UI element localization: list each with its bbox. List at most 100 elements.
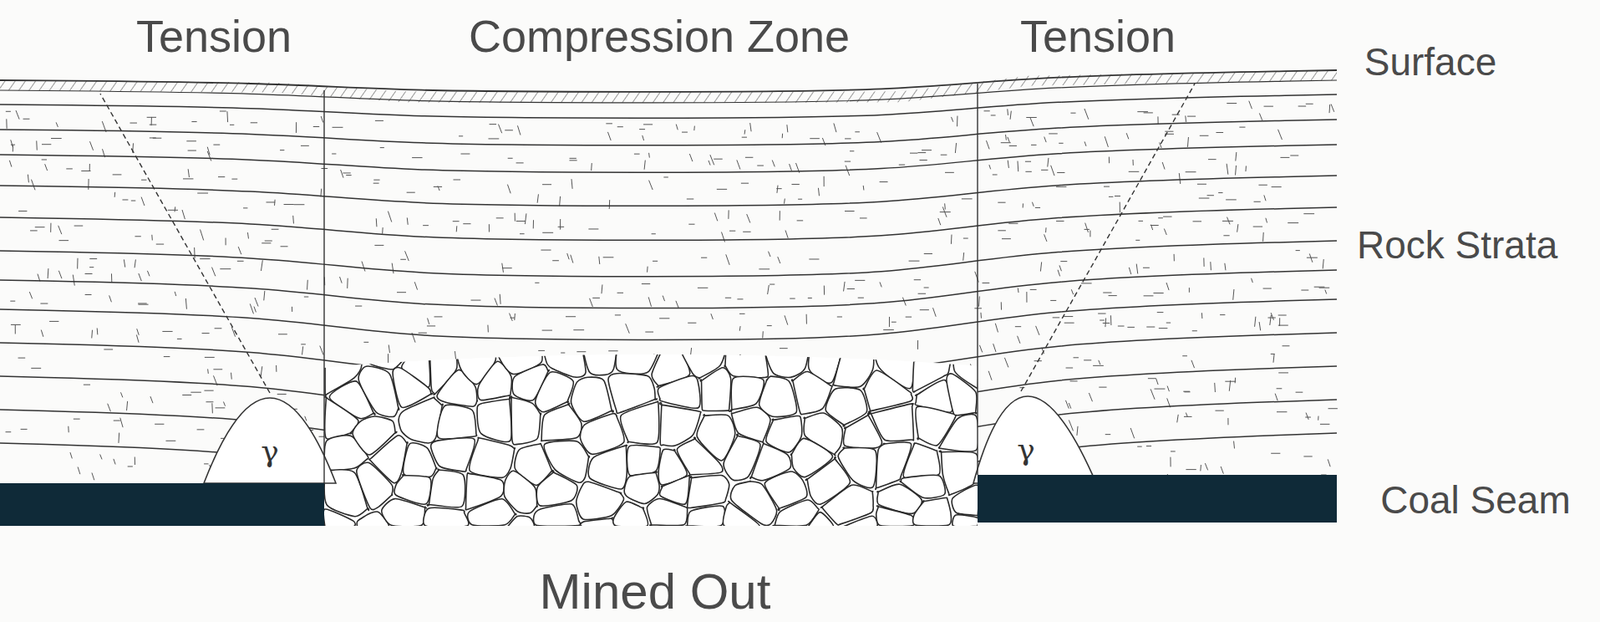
rock-texture (1041, 169, 1048, 171)
rock-texture (112, 173, 122, 175)
rock-texture (979, 345, 982, 353)
label-holder: Tension (1018, 13, 1178, 59)
rock-texture (85, 294, 92, 295)
rock-texture (726, 253, 730, 265)
break-line (1020, 83, 1195, 392)
rock-texture (808, 259, 819, 260)
rock-texture (1259, 321, 1261, 331)
angle-label: γ (259, 436, 281, 467)
rock-texture (919, 159, 927, 161)
rock-texture (1081, 282, 1093, 284)
rock-texture (982, 282, 991, 284)
rock-texture (1108, 196, 1113, 198)
rock-texture (849, 150, 854, 152)
rock-texture (1006, 108, 1009, 115)
rock-texture (1099, 320, 1105, 321)
rock-texture (909, 152, 918, 154)
rubble-block (946, 373, 977, 416)
rubble-block (759, 375, 798, 417)
rock-texture (411, 157, 422, 158)
rock-texture (1295, 249, 1301, 251)
rock-texture (1278, 314, 1287, 316)
rock-texture (375, 120, 384, 122)
rubble-block (588, 444, 627, 489)
rock-texture (163, 355, 171, 357)
rock-texture (58, 225, 62, 234)
rock-texture (460, 153, 470, 155)
rock-texture (374, 244, 384, 246)
rock-texture (854, 131, 860, 133)
rock-texture (206, 401, 214, 402)
rock-texture (1254, 201, 1261, 203)
rock-texture (1263, 288, 1272, 290)
rock-texture (199, 258, 210, 260)
rock-texture (1010, 111, 1011, 120)
rock-texture (361, 261, 366, 272)
rock-texture (497, 124, 502, 134)
rock-texture (134, 235, 141, 237)
rock-texture (1056, 172, 1065, 173)
rock-texture (510, 317, 515, 319)
rock-texture (789, 163, 793, 171)
rock-texture (997, 202, 1006, 204)
mined-out-label: Mined Out (538, 566, 773, 617)
rock-texture (1163, 228, 1167, 235)
rock-texture (320, 116, 324, 122)
rock-texture (1219, 314, 1225, 315)
rock-texture (117, 432, 120, 443)
rock-texture (1071, 289, 1073, 295)
rock-texture (15, 324, 16, 334)
rock-texture (909, 260, 920, 262)
rubble-block (839, 515, 878, 528)
rock-texture (1203, 257, 1204, 266)
rock-texture (954, 142, 956, 153)
rock-texture (1265, 218, 1268, 224)
rubble-block (724, 334, 768, 377)
strata-texture (5, 101, 1338, 502)
rock-texture (1305, 103, 1314, 105)
rock-texture (30, 367, 41, 369)
rock-texture (264, 290, 265, 300)
rock-texture (1088, 392, 1093, 402)
boundary-line (323, 90, 325, 483)
rock-texture (1207, 194, 1214, 196)
rock-texture (1191, 360, 1195, 368)
rock-texture (1233, 289, 1235, 300)
rock-texture (275, 365, 277, 372)
rock-texture (40, 303, 48, 305)
rock-texture (739, 313, 746, 315)
rock-texture (791, 183, 799, 185)
rock-texture (877, 132, 882, 143)
label-holder: Mined Out (538, 566, 773, 617)
rock-texture (1317, 416, 1319, 421)
rock-texture (294, 203, 305, 205)
rock-texture (858, 297, 864, 299)
rock-texture (67, 426, 69, 432)
rock-texture (427, 318, 430, 325)
rock-texture (559, 218, 561, 230)
rock-texture (250, 121, 258, 123)
rock-texture (1193, 220, 1202, 222)
rock-texture (271, 228, 280, 230)
strata-label: Rock Strata (1355, 225, 1560, 265)
rock-texture (230, 372, 233, 380)
rock-texture (1016, 161, 1019, 173)
rock-texture (833, 122, 837, 133)
rock-texture (400, 259, 407, 260)
rock-texture (1237, 223, 1239, 233)
rock-texture (129, 122, 137, 124)
rubble-block (626, 444, 661, 476)
rock-texture (47, 268, 50, 279)
rock-texture (150, 396, 153, 403)
rock-texture (29, 291, 32, 299)
rock-texture (454, 350, 456, 361)
rock-texture (137, 304, 148, 305)
rock-texture (1269, 314, 1272, 326)
rock-texture (211, 402, 214, 413)
rock-texture (174, 206, 177, 212)
rock-texture (659, 317, 670, 319)
rock-texture (5, 111, 11, 112)
rock-texture (187, 150, 197, 152)
rock-texture (725, 297, 732, 299)
rock-texture (1142, 267, 1150, 269)
